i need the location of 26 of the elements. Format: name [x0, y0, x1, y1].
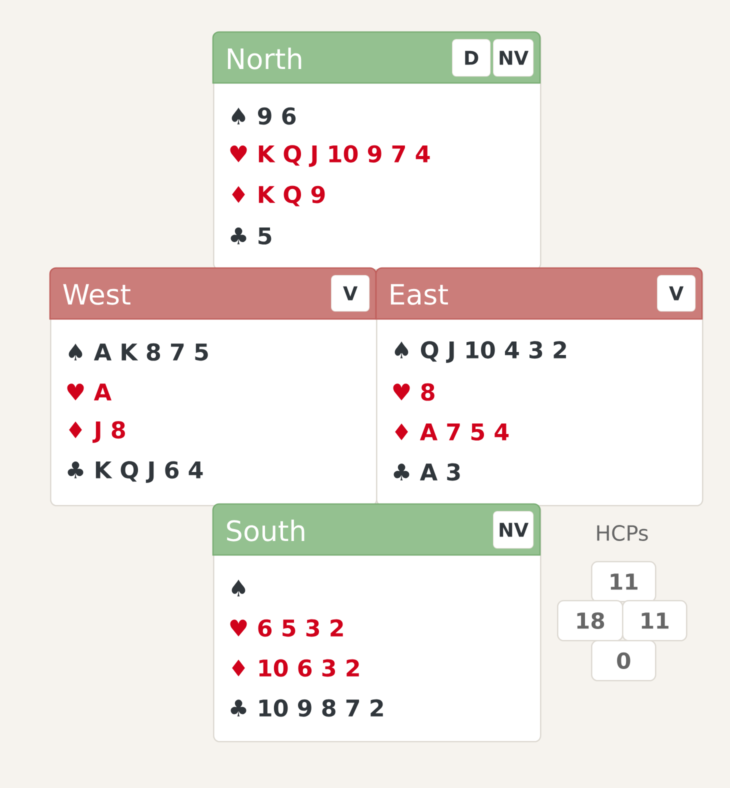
status-badge: NV: [493, 511, 534, 549]
hcp-cell: 0: [591, 640, 656, 682]
suit-holding: ♥ K Q J 10 9 7 4: [230, 145, 430, 167]
suit-holding: ♣ A 3: [394, 463, 460, 481]
suit-holding: ♥ A: [67, 384, 112, 400]
suit-holding: ♥ 8: [393, 383, 434, 401]
status-badge: NV: [493, 39, 534, 77]
suit-holding: ♦ 10 6 3 2: [232, 659, 359, 677]
suit-holding: ♠ A K 8 7 5: [68, 343, 208, 361]
status-badge: V: [331, 275, 370, 312]
suit-holding: ♦ J 8: [69, 421, 125, 443]
status-badge: D: [452, 39, 491, 77]
status-badge: V: [657, 275, 696, 312]
suit-holding: ♣ K Q J 6 4: [68, 461, 203, 483]
hcp-heading: HCPs: [597, 525, 648, 541]
suit-holding: ♠ 9 6: [232, 107, 296, 125]
suit-holding: ♥ 6 5 3 2: [230, 619, 343, 637]
hcp-cell: 11: [622, 600, 688, 642]
hcp-cell: 18: [557, 600, 624, 642]
suit-holding: ♠: [232, 580, 246, 596]
suit-holding: ♠ Q J 10 4 3 2: [394, 341, 566, 363]
hcp-cell: 11: [591, 561, 656, 602]
suit-holding: ♦ K Q 9: [232, 186, 325, 206]
suit-holding: ♦ A 7 5 4: [395, 423, 509, 441]
suit-holding: ♣ 10 9 8 7 2: [230, 699, 383, 717]
suit-holding: ♣ 5: [230, 227, 272, 245]
